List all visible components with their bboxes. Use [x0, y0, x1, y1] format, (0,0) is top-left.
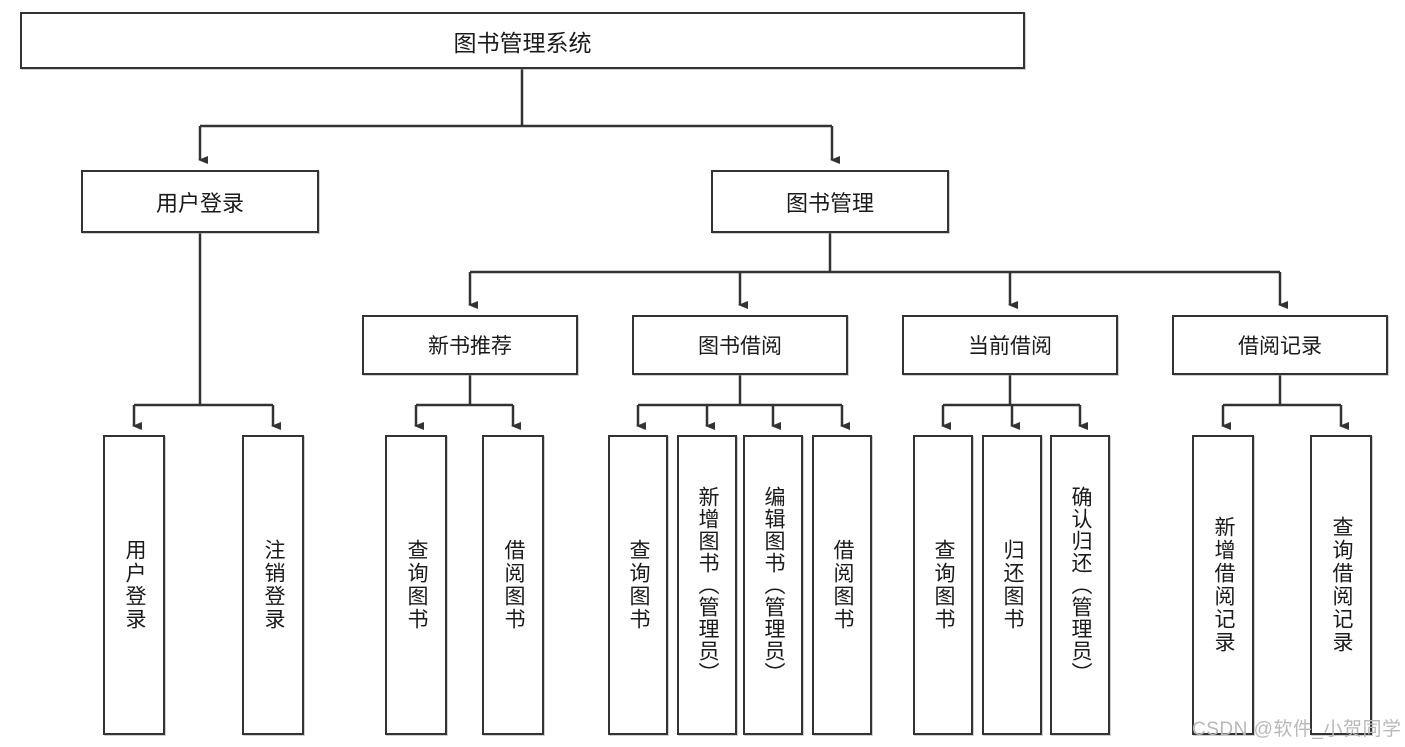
node-user-login[interactable]: 用户登录 — [81, 170, 319, 233]
node-book-management-label: 图书管理 — [785, 190, 874, 216]
leaf-edit-book-admin[interactable]: 编辑图书（管理员） — [743, 435, 803, 735]
node-borrow-record-label: 借阅记录 — [1238, 335, 1322, 358]
node-book-borrow-label: 图书借阅 — [698, 335, 782, 358]
leaf-confirm-return-admin[interactable]: 确认归还（管理员） — [1050, 435, 1110, 735]
node-user-login-label: 用户登录 — [155, 190, 244, 216]
leaf-query-borrow-record[interactable]: 查询借阅记录 — [1310, 435, 1372, 735]
node-root-label: 图书管理系统 — [453, 29, 592, 56]
node-book-borrow[interactable]: 图书借阅 — [632, 315, 848, 375]
leaf-current-query-book[interactable]: 查询图书 — [913, 435, 973, 735]
node-new-book-recommend[interactable]: 新书推荐 — [362, 315, 578, 375]
node-current-borrow[interactable]: 当前借阅 — [902, 315, 1118, 375]
leaf-recommend-query-book[interactable]: 查询图书 — [385, 435, 447, 735]
leaf-current-query-book-label: 查询图书 — [932, 539, 956, 631]
leaf-recommend-query-book-label: 查询图书 — [405, 539, 429, 631]
leaf-user-logout-label: 注销登录 — [262, 539, 286, 631]
node-book-management[interactable]: 图书管理 — [711, 170, 949, 233]
leaf-recommend-borrow-book-label: 借阅图书 — [502, 539, 526, 631]
leaf-recommend-borrow-book[interactable]: 借阅图书 — [482, 435, 544, 735]
leaf-user-login-label: 用户登录 — [123, 539, 147, 631]
leaf-return-book[interactable]: 归还图书 — [982, 435, 1042, 735]
leaf-borrow-query-book-label: 查询图书 — [627, 539, 651, 631]
leaf-borrow-query-book[interactable]: 查询图书 — [608, 435, 668, 735]
leaf-query-borrow-record-label: 查询借阅记录 — [1330, 516, 1354, 654]
leaf-add-book-admin-label: 新增图书（管理员） — [696, 486, 720, 684]
leaf-user-login[interactable]: 用户登录 — [103, 435, 165, 735]
leaf-add-borrow-record[interactable]: 新增借阅记录 — [1192, 435, 1254, 735]
leaf-add-book-admin[interactable]: 新增图书（管理员） — [677, 435, 737, 735]
leaf-borrow-book[interactable]: 借阅图书 — [812, 435, 872, 735]
leaf-add-borrow-record-label: 新增借阅记录 — [1212, 516, 1236, 654]
node-root[interactable]: 图书管理系统 — [20, 12, 1025, 69]
node-borrow-record[interactable]: 借阅记录 — [1172, 315, 1388, 375]
node-new-book-recommend-label: 新书推荐 — [428, 335, 512, 358]
leaf-borrow-book-label: 借阅图书 — [831, 539, 855, 631]
node-current-borrow-label: 当前借阅 — [968, 335, 1052, 358]
leaf-edit-book-admin-label: 编辑图书（管理员） — [762, 486, 786, 684]
leaf-user-logout[interactable]: 注销登录 — [242, 435, 304, 735]
leaf-confirm-return-admin-label: 确认归还（管理员） — [1069, 486, 1093, 684]
leaf-return-book-label: 归还图书 — [1001, 539, 1025, 631]
watermark: CSDN @软件_小贺同学 — [1192, 719, 1402, 740]
